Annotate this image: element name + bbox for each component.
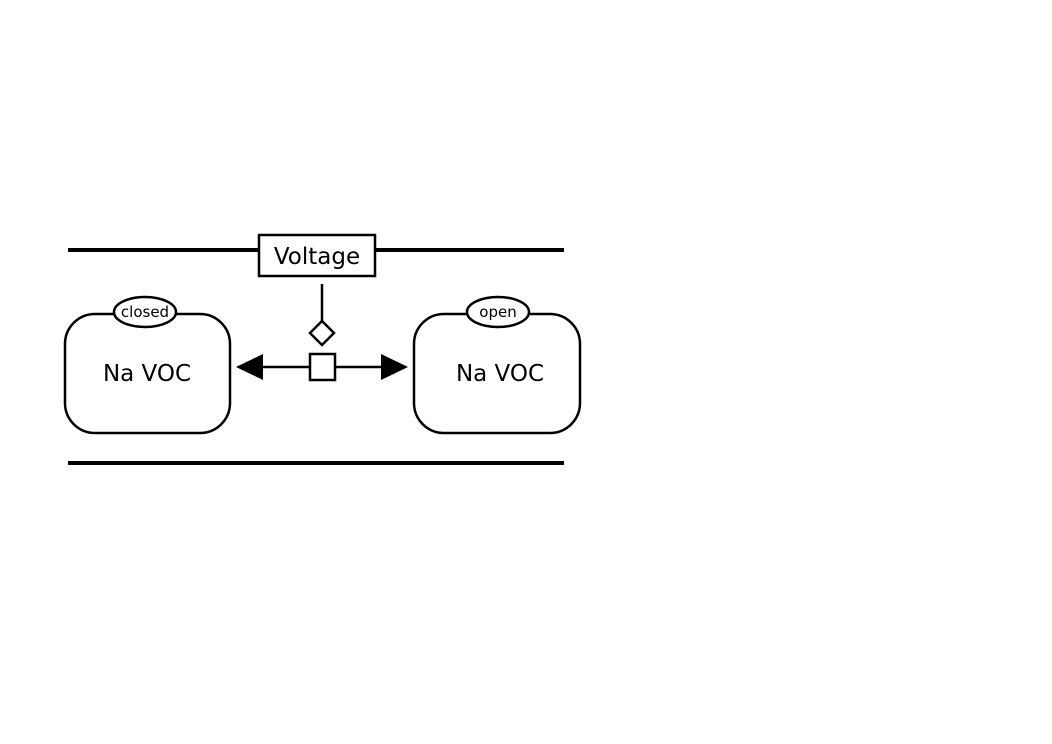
process-node	[308, 352, 337, 382]
arrowhead-right-icon	[381, 354, 408, 380]
voltage-node: Voltage	[257, 233, 377, 278]
voltage-label: Voltage	[274, 244, 360, 270]
arrowhead-left-icon	[236, 354, 263, 380]
modulation-diamond-icon	[308, 319, 336, 347]
state-variable-open	[465, 295, 531, 329]
entity-na-voc-open: Na VOC open	[412, 295, 582, 435]
state-variable-label: open	[479, 303, 516, 321]
state-variable-label: closed	[121, 303, 169, 321]
voltage-box	[257, 233, 377, 278]
entity-label: Na VOC	[456, 361, 544, 387]
entity-na-voc-closed: Na VOC closed	[63, 295, 232, 435]
entity-label: Na VOC	[103, 361, 191, 387]
state-variable-closed	[112, 295, 178, 329]
